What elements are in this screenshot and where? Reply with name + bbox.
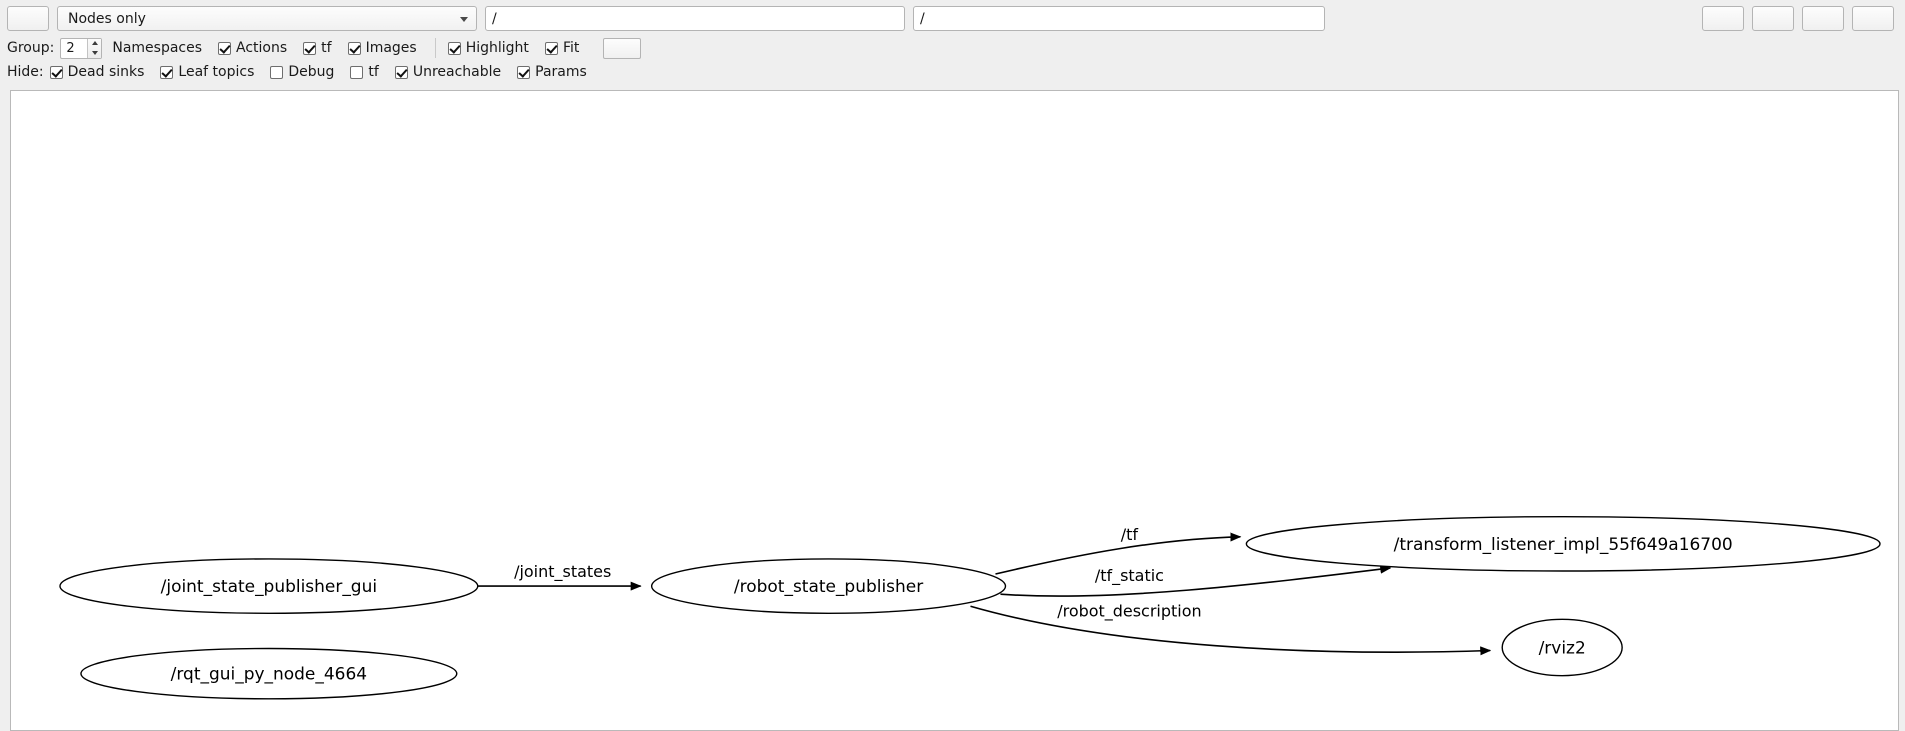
spinner-up-icon[interactable] xyxy=(88,39,101,49)
node-filter-value: / xyxy=(920,10,925,27)
options-divider xyxy=(434,38,436,58)
edge-robot-description[interactable] xyxy=(970,605,1492,656)
hide-label: Hide: xyxy=(7,64,44,80)
checkbox-hide-tf[interactable]: tf xyxy=(350,64,379,80)
checkmark-icon xyxy=(303,41,317,55)
checkbox-dead-sinks[interactable]: Dead sinks xyxy=(49,64,145,80)
edge-label-tf: /tf xyxy=(1121,525,1139,544)
namespaces-label[interactable]: Namespaces xyxy=(112,40,203,56)
node-label: /rviz2 xyxy=(1539,638,1586,658)
node-filter-input[interactable]: / xyxy=(913,6,1325,31)
spinner-down-icon[interactable] xyxy=(88,48,101,58)
edge-tf[interactable] xyxy=(995,532,1242,575)
group-spinbox-arrows[interactable] xyxy=(87,38,102,58)
checkbox-dead-sinks-label: Dead sinks xyxy=(67,64,145,80)
graph-nodes: /joint_state_publisher_gui /robot_state_… xyxy=(59,515,1881,700)
checkbox-hide-tf-label: tf xyxy=(368,64,379,80)
checkbox-debug[interactable]: Debug xyxy=(270,64,334,80)
checkbox-leaf-topics[interactable]: Leaf topics xyxy=(160,64,254,80)
edge-tf-static[interactable] xyxy=(1000,564,1392,597)
checkmark-icon xyxy=(218,41,232,55)
checkmark-icon xyxy=(394,65,408,79)
node-transform-listener-impl[interactable]: /transform_listener_impl_55f649a16700 xyxy=(1245,515,1881,572)
load-dot-button[interactable] xyxy=(1852,6,1894,31)
checkbox-fit[interactable]: Fit xyxy=(544,40,580,56)
checkbox-params-label: Params xyxy=(535,64,587,80)
node-rqt-gui-py-node[interactable]: /rqt_gui_py_node_4664 xyxy=(80,647,458,700)
node-robot-state-publisher[interactable]: /robot_state_publisher xyxy=(650,558,1007,614)
checkbox-unreachable-label: Unreachable xyxy=(412,64,502,80)
group-label: Group: xyxy=(7,40,55,56)
checkbox-actions[interactable]: Actions xyxy=(218,40,287,56)
group-value: 2 xyxy=(66,40,75,56)
checkbox-highlight[interactable]: Highlight xyxy=(447,40,529,56)
checkmark-icon xyxy=(544,41,558,55)
chevron-down-icon xyxy=(460,16,468,22)
checkmark-icon xyxy=(447,41,461,55)
node-label: /joint_state_publisher_gui xyxy=(161,577,377,597)
checkmark-icon xyxy=(49,65,63,79)
checkbox-debug-label: Debug xyxy=(288,64,335,80)
edge-label-robot-description: /robot_description xyxy=(1057,601,1201,621)
checkbox-actions-label: Actions xyxy=(236,40,288,56)
topic-filter-value: / xyxy=(492,10,497,27)
checkmark-icon xyxy=(517,65,531,79)
filter-toolbar: Nodes only / / xyxy=(0,0,1905,36)
group-spinbox[interactable]: 2 xyxy=(60,37,103,59)
node-rviz2[interactable]: /rviz2 xyxy=(1501,618,1623,677)
checkbox-images-label: Images xyxy=(365,40,417,56)
node-label: /robot_state_publisher xyxy=(734,577,923,597)
checkbox-leaf-topics-label: Leaf topics xyxy=(178,64,255,80)
ros-node-graph[interactable]: /joint_states /tf /tf_static /robot_desc… xyxy=(11,91,1898,730)
checkmark-icon xyxy=(347,41,361,55)
checkbox-unreachable[interactable]: Unreachable xyxy=(394,64,502,80)
node-joint-state-publisher-gui[interactable]: /joint_state_publisher_gui xyxy=(59,558,479,614)
toolbar-actions xyxy=(1702,6,1898,31)
node-label: /transform_listener_impl_55f649a16700 xyxy=(1394,535,1733,555)
edge-label-joint-states: /joint_states xyxy=(514,562,611,582)
refresh-button[interactable] xyxy=(7,6,49,31)
fit-in-view-button[interactable] xyxy=(1702,6,1744,31)
graph-edges xyxy=(477,532,1492,656)
checkbox-fit-label: Fit xyxy=(562,40,580,56)
node-label: /rqt_gui_py_node_4664 xyxy=(171,665,367,685)
save-as-dot-button[interactable] xyxy=(1752,6,1794,31)
unchecked-box-icon xyxy=(350,65,364,79)
unchecked-box-icon xyxy=(270,65,284,79)
edge-label-tf-static: /tf_static xyxy=(1095,566,1164,586)
hide-row: Hide: Dead sinks Leaf topics Debug tf Un… xyxy=(0,60,1905,84)
graph-edge-labels: /joint_states /tf /tf_static /robot_desc… xyxy=(514,525,1201,622)
checkbox-tf[interactable]: tf xyxy=(303,40,332,56)
topic-filter-input[interactable]: / xyxy=(485,6,905,31)
checkbox-tf-label: tf xyxy=(321,40,332,56)
fit-extra-field[interactable] xyxy=(603,37,642,59)
graph-canvas[interactable]: /joint_states /tf /tf_static /robot_desc… xyxy=(10,90,1899,731)
checkbox-params[interactable]: Params xyxy=(517,64,587,80)
checkbox-images[interactable]: Images xyxy=(347,40,417,56)
checkbox-highlight-label: Highlight xyxy=(465,40,529,56)
graph-type-select[interactable]: Nodes only xyxy=(57,6,477,31)
options-row: Group: 2 Namespaces Actions tf Images Hi… xyxy=(0,36,1905,60)
save-as-image-button[interactable] xyxy=(1802,6,1844,31)
checkmark-icon xyxy=(160,65,174,79)
graph-type-selected-value: Nodes only xyxy=(68,10,146,27)
